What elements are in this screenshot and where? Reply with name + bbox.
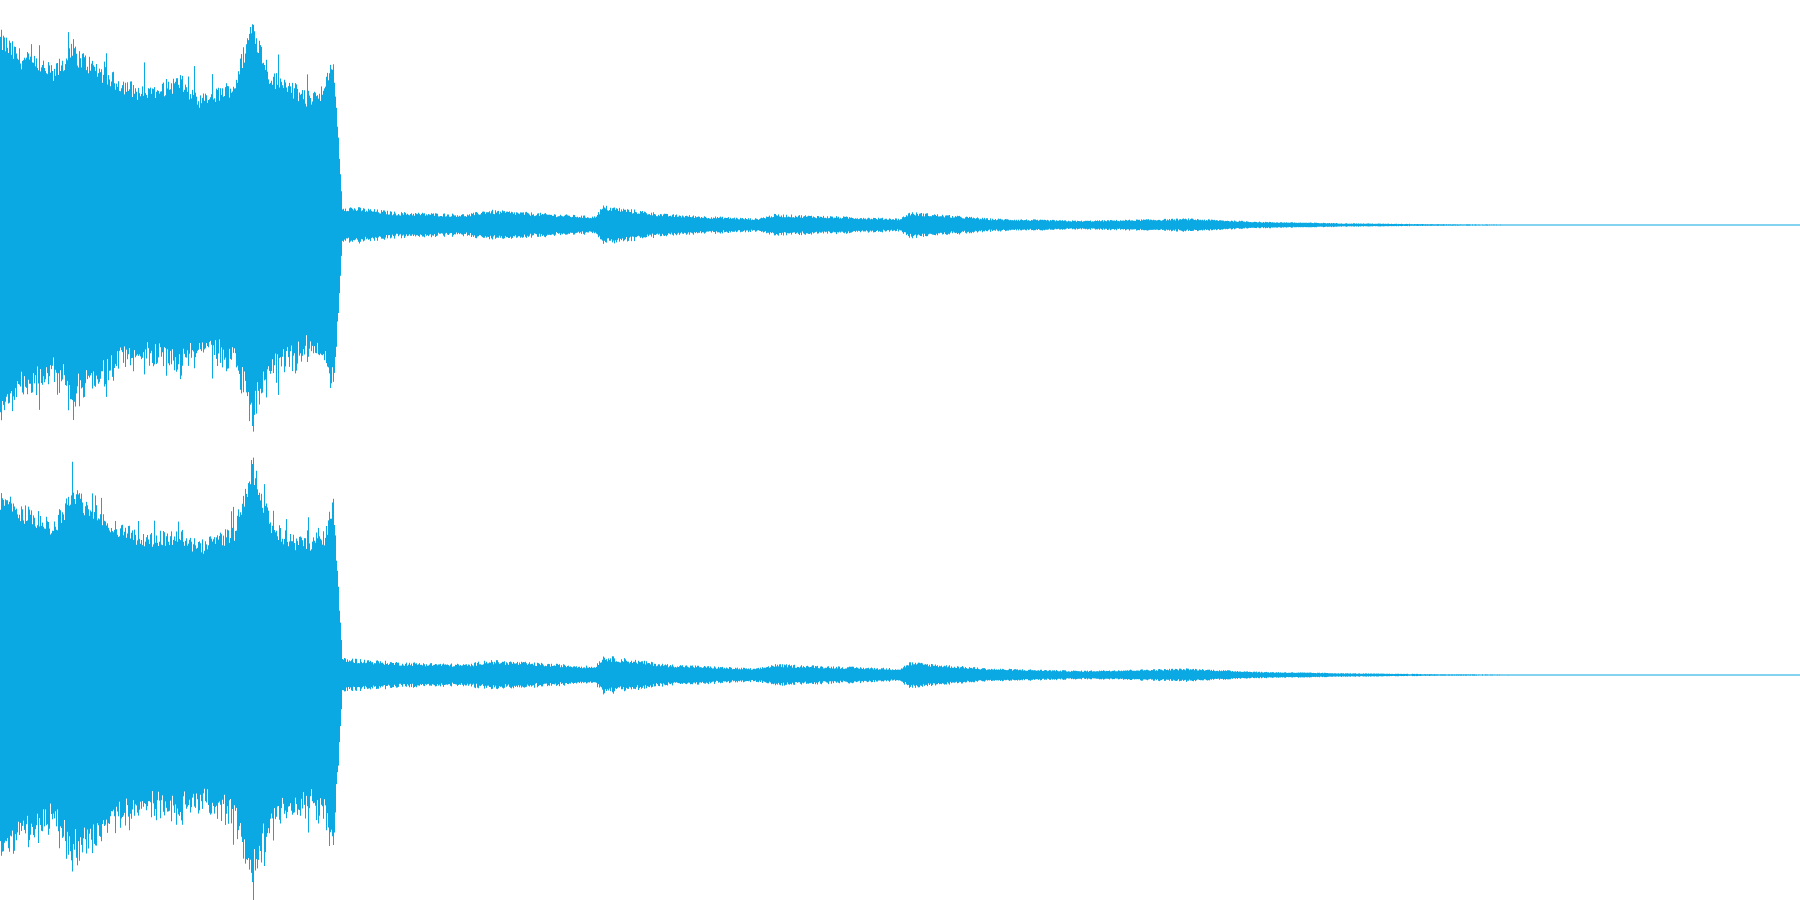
channel-1-amplitude [0,24,1800,432]
channel-2-amplitude [0,457,1800,900]
channel-1-waveform [0,24,1800,432]
channel-2-waveform [0,457,1800,900]
